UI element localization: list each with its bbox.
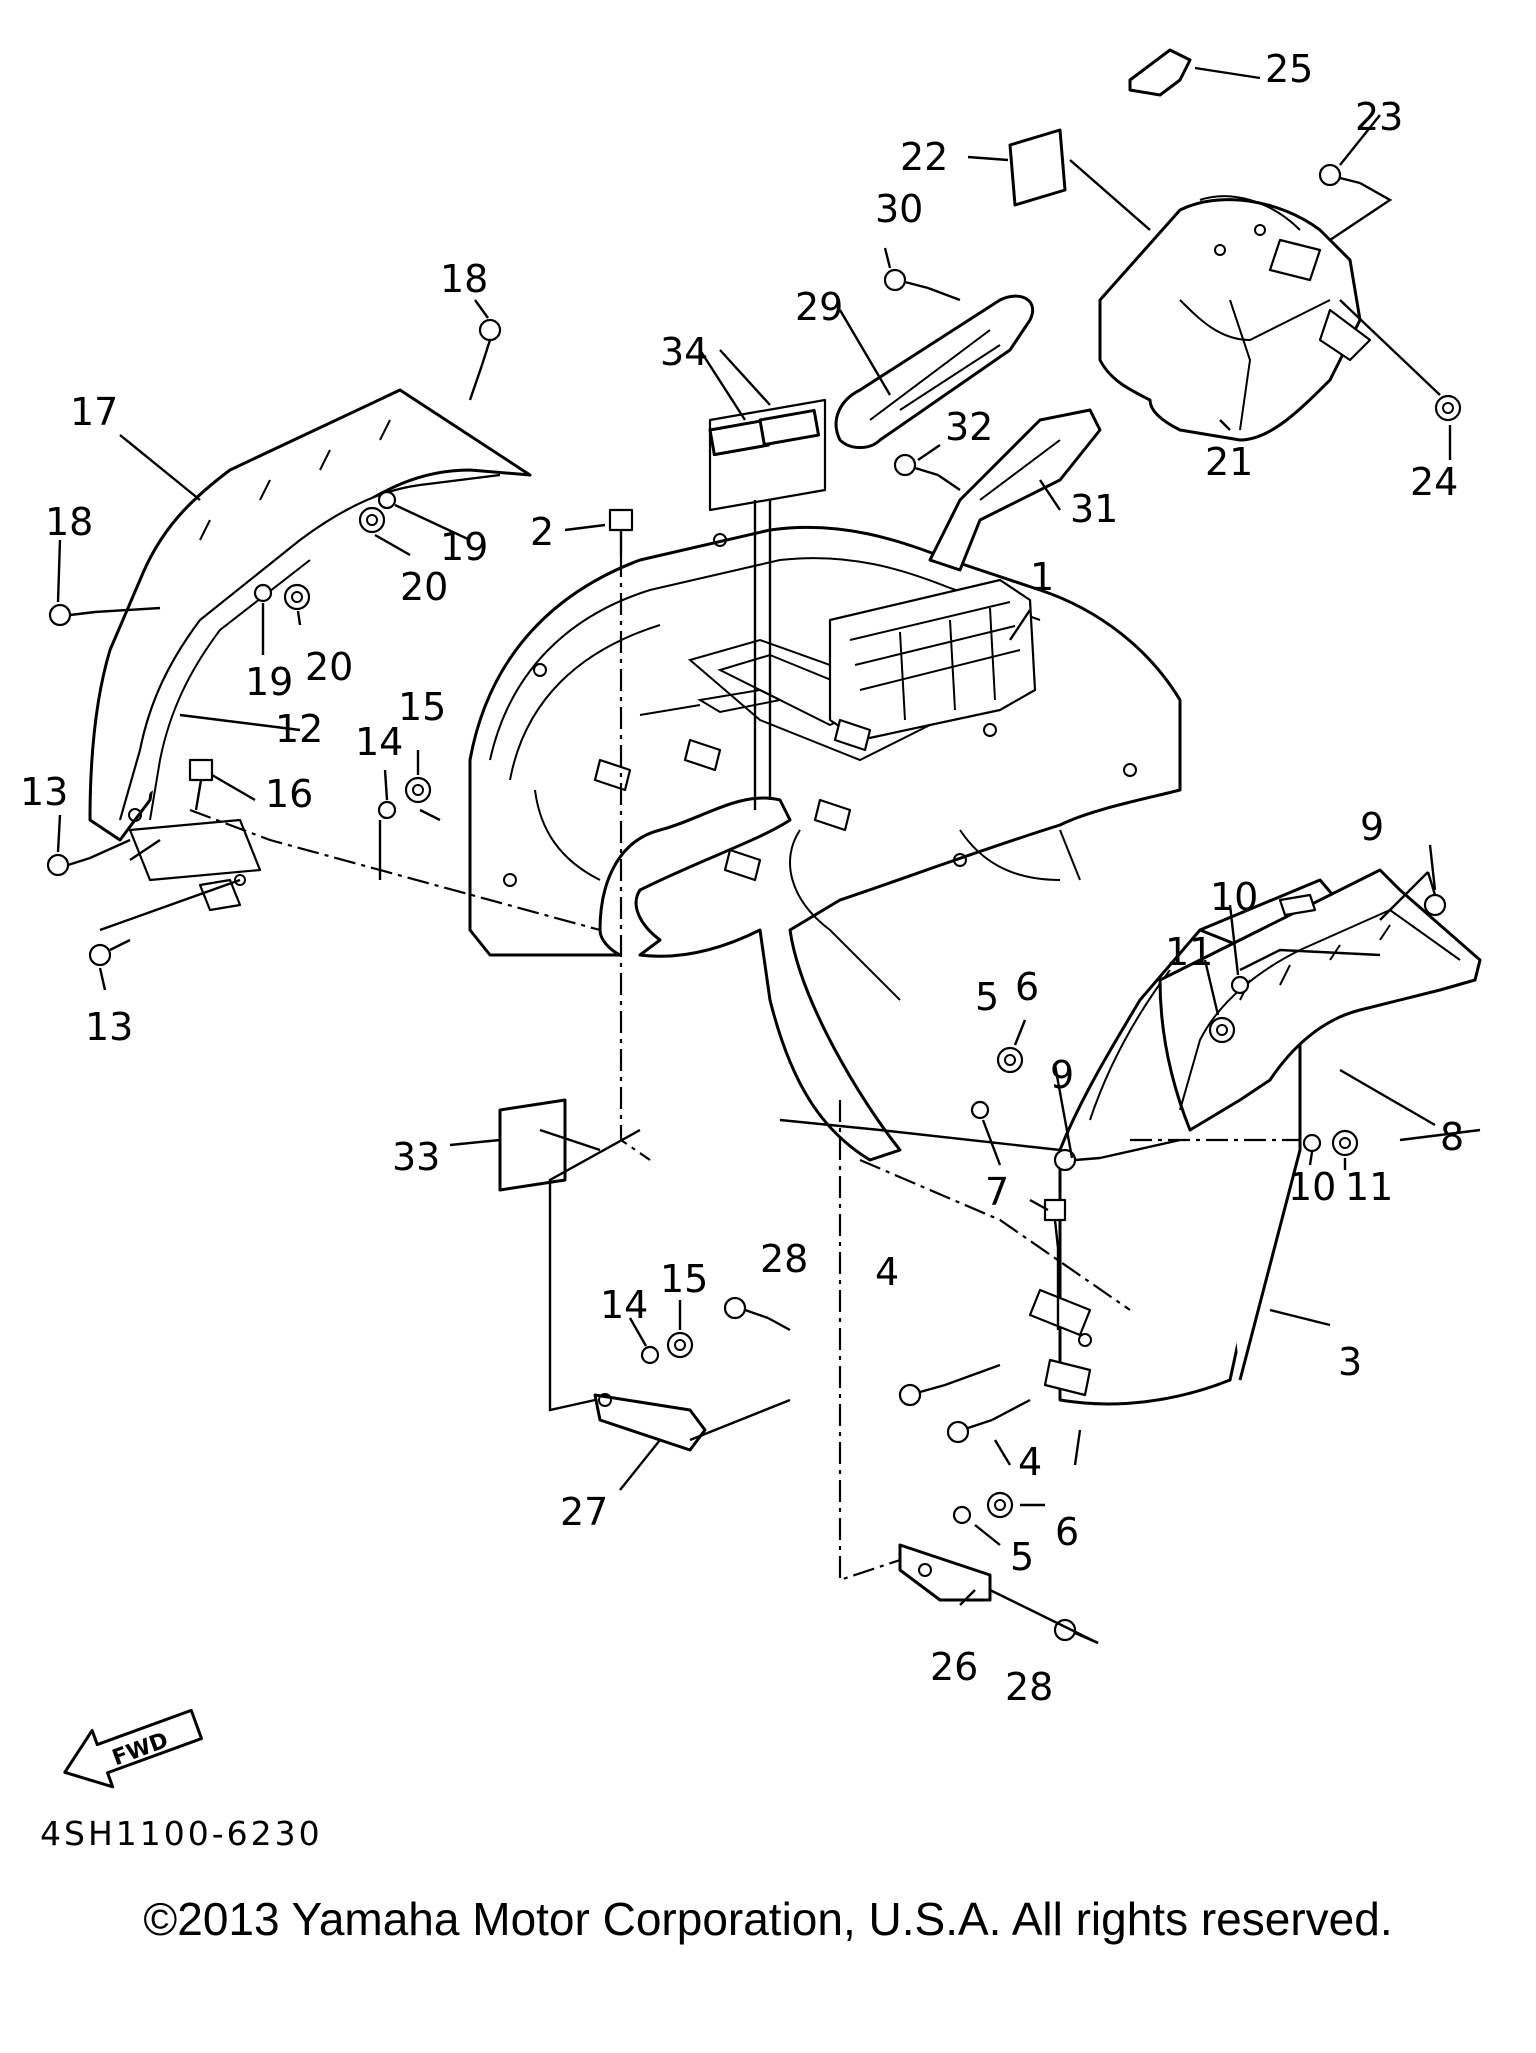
callout-1: 1: [1030, 555, 1054, 599]
callout-28a: 28: [760, 1237, 808, 1281]
drawing-code: 4SH1100-6230: [40, 1814, 323, 1853]
copyright-notice: ©2013 Yamaha Motor Corporation, U.S.A. A…: [143, 1893, 1393, 1945]
callout-7: 7: [985, 1170, 1009, 1214]
stay-part-26: [898, 1543, 992, 1602]
callout-20b: 20: [305, 645, 353, 689]
callout-19b: 19: [245, 660, 293, 704]
cover-part-21: [1098, 195, 1372, 442]
callout-33: 33: [392, 1135, 440, 1179]
callout-4b: 4: [1018, 1440, 1042, 1484]
callout-4a: 4: [875, 1250, 899, 1294]
callout-14b: 14: [600, 1283, 648, 1327]
callout-12: 12: [275, 707, 323, 751]
leader-lines: [56, 66, 1452, 1606]
callout-8: 8: [1440, 1115, 1464, 1159]
callout-3: 3: [1338, 1340, 1362, 1384]
callout-34: 34: [660, 330, 708, 374]
callout-21: 21: [1205, 440, 1253, 484]
callout-15b: 15: [660, 1257, 708, 1301]
assembly-lines: [89, 159, 1481, 1645]
callout-18a: 18: [440, 257, 488, 301]
callout-18b: 18: [45, 500, 93, 544]
stay-part-27: [593, 1393, 707, 1452]
callout-5a: 5: [975, 975, 999, 1019]
callout-32: 32: [945, 405, 993, 449]
callout-25: 25: [1265, 47, 1313, 91]
label-part-33: [498, 1098, 567, 1192]
callout-30: 30: [875, 187, 923, 231]
callout-11a: 11: [1165, 930, 1213, 974]
callout-9b: 9: [1050, 1053, 1074, 1097]
label-part-22: [1008, 128, 1067, 207]
callout-13b: 13: [85, 1005, 133, 1049]
callout-15a: 15: [398, 685, 446, 729]
callout-5b: 5: [1010, 1535, 1034, 1579]
callout-31: 31: [1070, 487, 1118, 531]
callout-29: 29: [795, 285, 843, 329]
callout-28b: 28: [1005, 1665, 1053, 1709]
callout-2: 2: [530, 510, 554, 554]
callout-6b: 6: [1055, 1510, 1079, 1554]
callout-numbers: 1 2 3 4 4 5 5 6 6 7 8 9 9 10 10 11 11 12…: [20, 47, 1464, 1709]
callout-6a: 6: [1015, 965, 1039, 1009]
callout-9a: 9: [1360, 805, 1384, 849]
callout-10b: 10: [1288, 1165, 1336, 1209]
callout-26: 26: [930, 1645, 978, 1689]
rear-fender-part-1: [468, 525, 1182, 1162]
callout-13a: 13: [20, 770, 68, 814]
left-mud-flap-part-17: [88, 388, 532, 912]
callout-11b: 11: [1345, 1165, 1393, 1209]
callout-22: 22: [900, 135, 948, 179]
callout-10a: 10: [1210, 875, 1258, 919]
callout-19a: 19: [440, 525, 488, 569]
callout-16: 16: [265, 772, 313, 816]
fwd-arrow: FWD: [63, 1708, 204, 1789]
callout-24: 24: [1410, 460, 1458, 504]
callout-20a: 20: [400, 565, 448, 609]
bracket-part-31: [928, 408, 1102, 572]
callout-17: 17: [70, 390, 118, 434]
callout-14a: 14: [355, 720, 403, 764]
callout-27: 27: [560, 1490, 608, 1534]
fasteners: [46, 163, 1462, 1645]
callout-23: 23: [1355, 95, 1403, 139]
clip-part-25: [1128, 48, 1192, 97]
